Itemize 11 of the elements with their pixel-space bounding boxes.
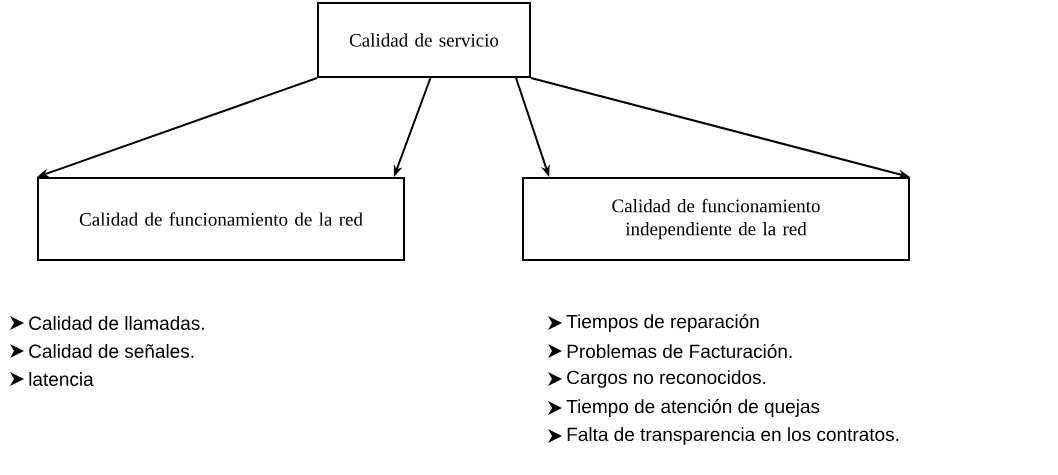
list-item: Problemas de Facturación. — [567, 343, 792, 359]
list-item: Cargos no reconocidos. — [567, 370, 766, 388]
list-item: Calidad de señales. — [29, 344, 194, 358]
list-item: Tiempos de reparación — [566, 314, 759, 332]
process-box: Calidad de funcionamiento independiente de la red — [522, 177, 910, 261]
list-item: Calidad de llamadas. — [29, 316, 204, 330]
process-box: Calidad de servicio — [317, 2, 531, 78]
list-item: Falta de transparencia en los contratos. — [567, 427, 899, 445]
list-item: latencia — [29, 372, 94, 386]
list-item: Tiempo de atención de quejas — [566, 399, 820, 417]
process-box: Calidad de funcionamiento de la red — [37, 177, 405, 261]
